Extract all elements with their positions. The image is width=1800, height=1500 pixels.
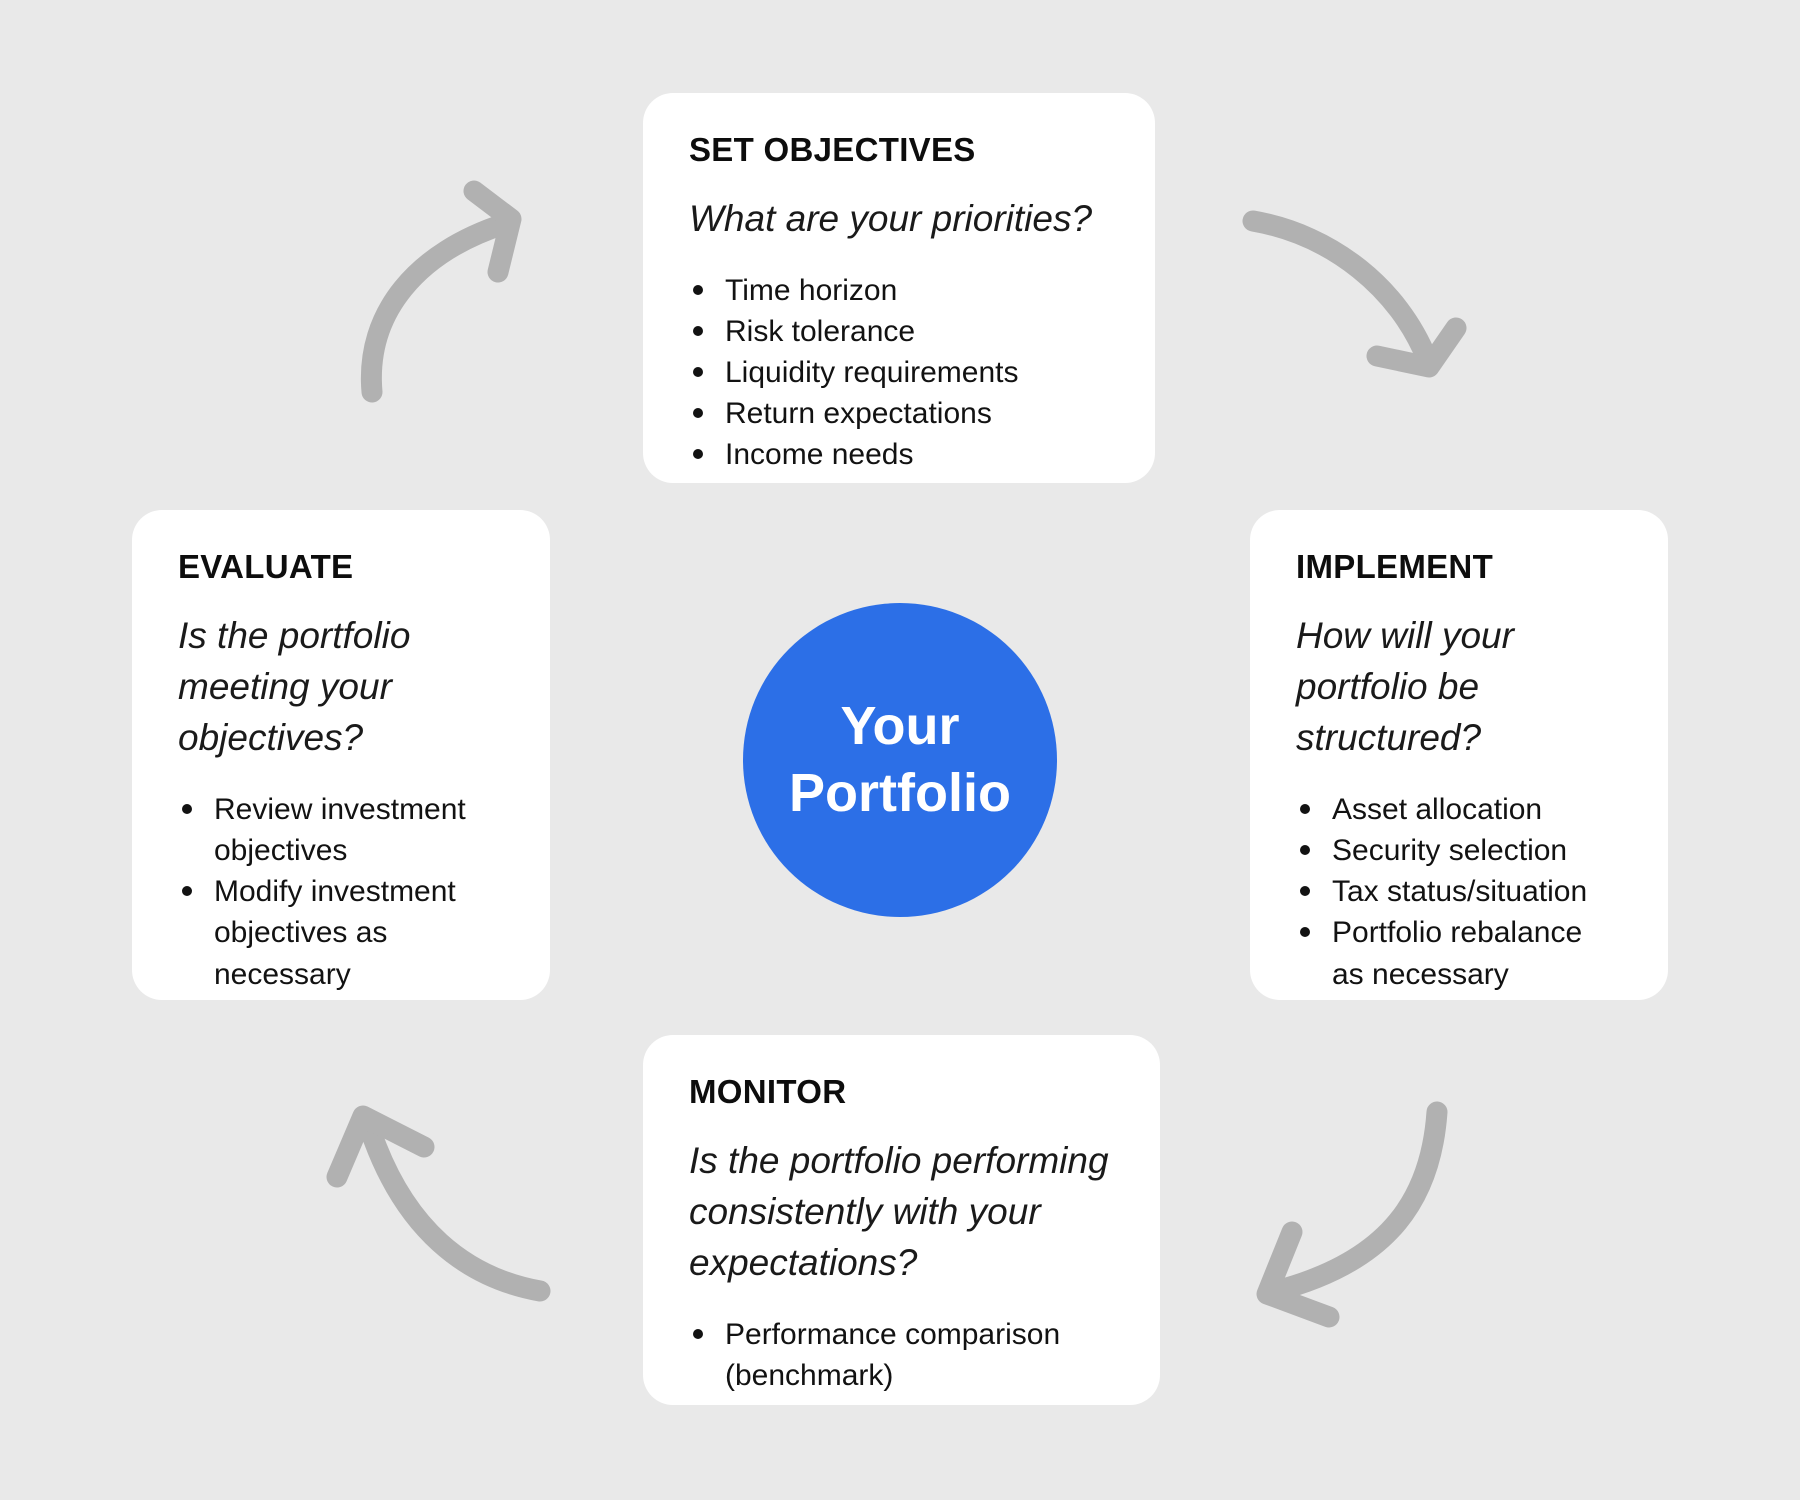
card-question: Is the portfolio performing consistently… <box>689 1140 1109 1284</box>
card-question: Is the portfolio meeting your objectives… <box>178 615 411 759</box>
circle-label: Your Portfolio <box>789 695 1011 824</box>
bullet-item: Portfolio rebalance as necessary <box>1296 912 1622 994</box>
card-title: SET OBJECTIVES <box>689 131 976 168</box>
step-card-monitor: MONITOR Is the portfolio performing cons… <box>643 1035 1160 1405</box>
bullet-item: Asset allocation <box>1296 789 1622 830</box>
step-card-evaluate: EVALUATE Is the portfolio meeting your o… <box>132 510 550 1000</box>
bullet-item: Time horizon <box>689 270 1109 311</box>
bullet-item: Risk tolerance <box>689 311 1109 352</box>
card-question: What are your priorities? <box>689 198 1093 239</box>
bullet-item: Return expectations <box>689 393 1109 434</box>
bullet-item: Performance comparison (benchmark) <box>689 1314 1114 1396</box>
arrow-implement-to-monitor-icon <box>1256 1101 1448 1328</box>
bullet-item: Modify investment objectives as necessar… <box>178 871 504 994</box>
arrow-evaluate-to-set-objectives-icon <box>360 180 522 403</box>
card-question: How will your portfolio be structured? <box>1296 615 1514 759</box>
step-card-set-objectives: SET OBJECTIVES What are your priorities?… <box>643 93 1155 483</box>
bullet-item: Tax status/situation <box>1296 871 1622 912</box>
bullet-item: Security selection <box>1296 830 1622 871</box>
bullet-list: Performance comparison (benchmark) <box>689 1314 1114 1396</box>
card-title: MONITOR <box>689 1073 847 1110</box>
bullet-item: Income needs <box>689 434 1109 475</box>
your-portfolio-circle: Your Portfolio <box>743 603 1057 917</box>
bullet-item: Liquidity requirements <box>689 352 1109 393</box>
bullet-list: Review investment objectives Modify inve… <box>178 789 504 994</box>
arrow-monitor-to-evaluate-icon <box>326 1105 551 1302</box>
bullet-list: Asset allocation Security selection Tax … <box>1296 789 1622 994</box>
bullet-list: Time horizon Risk tolerance Liquidity re… <box>689 270 1109 475</box>
bullet-item: Review investment objectives <box>178 789 504 871</box>
arrow-set-objectives-to-implement-icon <box>1242 210 1467 378</box>
card-title: IMPLEMENT <box>1296 548 1494 585</box>
step-card-implement: IMPLEMENT How will your portfolio be str… <box>1250 510 1668 1000</box>
card-title: EVALUATE <box>178 548 354 585</box>
